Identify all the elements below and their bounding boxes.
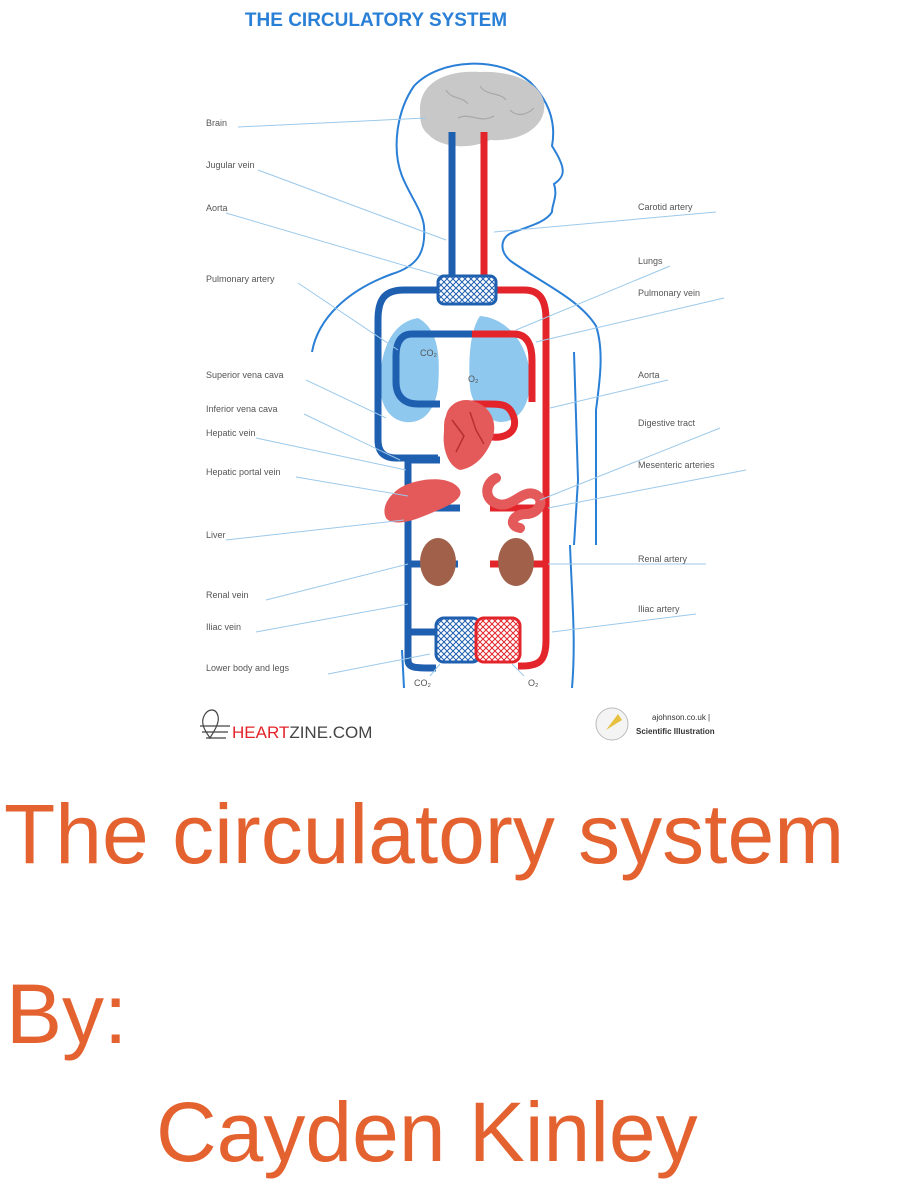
label-liver: Liver — [206, 530, 226, 540]
body-outline — [311, 62, 602, 545]
by-label: By: — [6, 967, 128, 1061]
artery-network — [470, 132, 550, 670]
label-hepatic-vein: Hepatic vein — [206, 428, 256, 438]
illustrator-credit: ajohnson.co.uk | Scientific Illustration — [595, 707, 715, 741]
circulatory-diagram: THE CIRCULATORY SYSTEM — [200, 10, 747, 742]
gas-labels: CO₂ O₂ CO₂ O₂ — [414, 348, 539, 688]
label-carotid-artery: Carotid artery — [638, 202, 693, 212]
lower-capillary-bed-artery — [474, 616, 522, 664]
leader-lines — [225, 117, 747, 677]
label-co2-lungs: CO₂ — [420, 348, 438, 358]
label-o2-lower: O₂ — [528, 678, 539, 688]
right-kidney-shape — [498, 538, 534, 586]
svg-text:HEARTZINE.COM: HEARTZINE.COM — [232, 723, 372, 742]
label-brain: Brain — [206, 118, 227, 128]
heartzine-logo-prefix: HEART — [232, 723, 289, 742]
upper-capillary-bed — [436, 274, 498, 306]
label-renal-vein: Renal vein — [206, 590, 249, 600]
heart-shape — [443, 399, 495, 470]
right-lung-shape — [469, 316, 530, 422]
credit-line-2: Scientific Illustration — [636, 727, 715, 736]
left-labels: Brain Jugular vein Aorta Pulmonary arter… — [206, 118, 290, 673]
digestive-tract-shape — [482, 473, 546, 533]
heartzine-logo-suffix: ZINE.COM — [289, 723, 372, 742]
leg-line-right — [569, 544, 575, 689]
label-aorta-right: Aorta — [638, 370, 660, 380]
label-iliac-artery: Iliac artery — [638, 604, 680, 614]
label-lungs: Lungs — [638, 256, 663, 266]
right-labels: Carotid artery Lungs Pulmonary vein Aort… — [638, 202, 715, 614]
left-kidney-shape — [420, 538, 456, 586]
brain-folds — [445, 85, 535, 120]
label-aorta-left: Aorta — [206, 203, 228, 213]
heartzine-logo: HEARTZINE.COM — [200, 709, 372, 742]
label-mesenteric-arteries: Mesenteric arteries — [638, 460, 715, 470]
liver-shape — [384, 479, 461, 523]
label-iliac-vein: Iliac vein — [206, 622, 241, 632]
label-lower-body-and-legs: Lower body and legs — [206, 663, 290, 673]
label-inferior-vena-cava: Inferior vena cava — [206, 404, 278, 414]
heartzine-logo-icon — [200, 709, 230, 740]
label-pulmonary-vein: Pulmonary vein — [638, 288, 700, 298]
label-o2-lungs: O₂ — [468, 374, 479, 384]
label-renal-artery: Renal artery — [638, 554, 688, 564]
heart-detail — [451, 411, 485, 453]
lower-capillary-bed-vein — [434, 616, 482, 664]
leg-line-left — [401, 649, 405, 689]
diagram-heading: THE CIRCULATORY SYSTEM — [245, 10, 507, 31]
illustrator-logo-mark — [606, 714, 622, 730]
credit-line-1: ajohnson.co.uk | — [652, 713, 710, 722]
author-name: Cayden Kinley — [156, 1085, 698, 1179]
label-jugular-vein: Jugular vein — [206, 160, 255, 170]
arm-line — [573, 351, 580, 546]
main-title: The circulatory system — [4, 787, 845, 881]
label-hepatic-portal-vein: Hepatic portal vein — [206, 467, 281, 477]
label-digestive-tract: Digestive tract — [638, 418, 696, 428]
brain-shape — [420, 71, 545, 147]
label-co2-lower: CO₂ — [414, 678, 432, 688]
label-pulmonary-artery: Pulmonary artery — [206, 274, 275, 284]
label-superior-vena-cava: Superior vena cava — [206, 370, 284, 380]
